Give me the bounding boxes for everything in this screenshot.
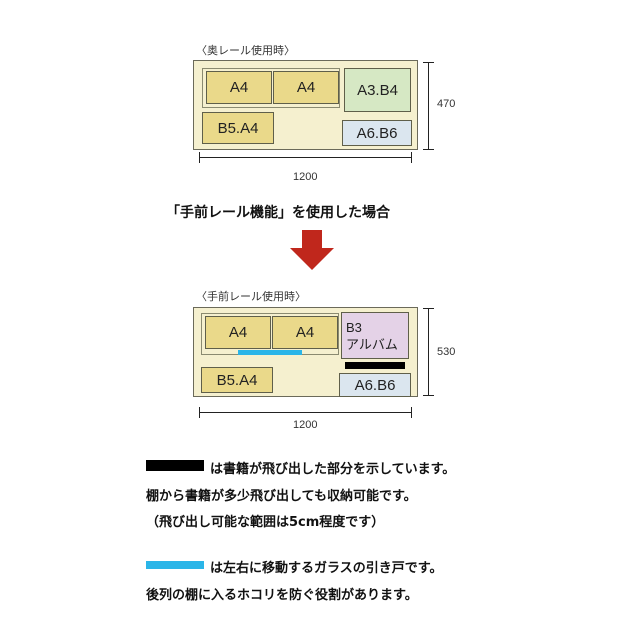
a4-right-box: A4 bbox=[273, 71, 339, 104]
depth-label-2: 530 bbox=[437, 346, 456, 358]
down-arrow-icon bbox=[290, 230, 334, 270]
depth-dimension-tick-bottom bbox=[423, 149, 434, 150]
diagram2-caption: 〈手前レール使用時〉 bbox=[196, 290, 306, 303]
depth-dimension-tick-top-2 bbox=[423, 308, 434, 309]
album-label: アルバム bbox=[346, 336, 398, 352]
a3b4-box: A3.B4 bbox=[344, 68, 411, 112]
legend-blue-text-2: 後列の棚に入るホコリを防ぐ役割があります。 bbox=[146, 588, 418, 603]
section-heading: 「手前レール機能」を使用した場合 bbox=[166, 205, 390, 221]
width-dimension-line bbox=[199, 157, 412, 158]
width-label-2: 1200 bbox=[293, 419, 318, 431]
glass-sliding-door bbox=[238, 350, 302, 355]
b5a4-box-2: B5.A4 bbox=[201, 367, 273, 393]
legend-black-text-3: （飛び出し可能な範囲は5cm程度です） bbox=[146, 515, 385, 530]
a4-left-box-2: A4 bbox=[205, 316, 271, 349]
legend-blue-text-1: は左右に移動するガラスの引き戸です。 bbox=[210, 561, 443, 576]
a6b6-box: A6.B6 bbox=[342, 120, 412, 146]
width-dimension-tick-left bbox=[199, 152, 200, 163]
b5a4-box: B5.A4 bbox=[202, 112, 274, 144]
diagram1-caption: 〈奥レール使用時〉 bbox=[196, 44, 295, 57]
width-dimension-line-2 bbox=[199, 412, 412, 413]
width-dimension-tick-left-2 bbox=[199, 407, 200, 418]
b3-label: B3 bbox=[346, 319, 362, 335]
a4-left-box: A4 bbox=[206, 71, 272, 104]
a4-right-box-2: A4 bbox=[272, 316, 338, 349]
width-dimension-tick-right bbox=[411, 152, 412, 163]
depth-dimension-tick-bottom-2 bbox=[423, 395, 434, 396]
width-dimension-tick-right-2 bbox=[411, 407, 412, 418]
width-label: 1200 bbox=[293, 171, 318, 183]
a6b6-box-2: A6.B6 bbox=[339, 373, 411, 397]
depth-dimension-line-2 bbox=[428, 308, 429, 396]
legend-black-text-1: は書籍が飛び出した部分を示しています。 bbox=[210, 462, 456, 477]
b3-album-box: B3 アルバム bbox=[341, 312, 409, 359]
depth-dimension-tick-top bbox=[423, 62, 434, 63]
legend-black-text-2: 棚から書籍が多少飛び出しても収納可能です。 bbox=[146, 489, 417, 504]
depth-label: 470 bbox=[437, 98, 456, 110]
book-overhang-bar bbox=[345, 362, 405, 369]
legend-black-swatch bbox=[146, 460, 204, 471]
legend-blue-swatch bbox=[146, 561, 204, 569]
depth-dimension-line bbox=[428, 62, 429, 150]
